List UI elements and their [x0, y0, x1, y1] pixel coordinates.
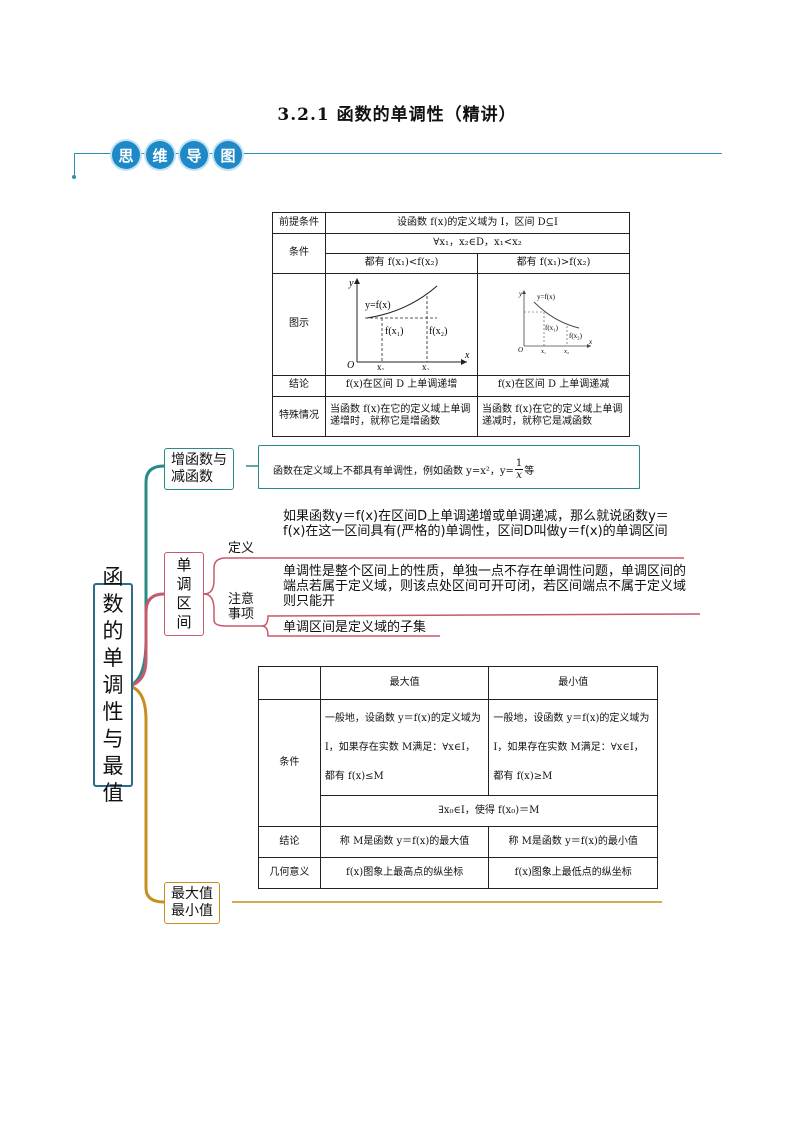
- header-band-tick: [74, 153, 75, 177]
- root-char: 与: [102, 726, 124, 751]
- special-increasing: 当函数 f(x)在它的定义域上单调递增时，就称它是增函数: [325, 395, 479, 437]
- monotonic-table: 前提条件 设函数 f(x)的定义域为 I，区间 D⊆I 条件 ∀x₁，x₂∈D，…: [271, 212, 630, 437]
- branch-increasing-decreasing: 增函数与 减函数: [164, 448, 234, 490]
- col-min-head: 最小值: [488, 666, 658, 700]
- root-char: 函: [102, 564, 124, 589]
- branch1-fraction: 1 x: [514, 458, 524, 481]
- conclusion-head: 结论: [271, 374, 327, 397]
- inc-graph-y: y: [348, 278, 354, 289]
- dec-graph-y: y: [518, 290, 523, 298]
- special-decreasing: 当函数 f(x)在它的定义域上单调递减时，就称它是减函数: [477, 395, 630, 437]
- max-min-table: 最大值 最小值 条件 一般地，设函数 y＝f(x)的定义域为 I，如果存在实数 …: [258, 666, 659, 889]
- branch2-char: 区: [176, 594, 192, 612]
- band-char-3: 导: [180, 141, 208, 169]
- dec-graph-x2: x₂: [564, 349, 569, 355]
- dec-graph-x: x: [588, 338, 593, 346]
- root-char: 单: [102, 645, 124, 670]
- geo-head: 几何意义: [258, 857, 321, 889]
- root-char: 性: [102, 699, 124, 724]
- inc-graph-x2: x₂: [422, 362, 430, 370]
- dec-graph-x1: x₁: [541, 349, 546, 355]
- branch-max-min: 最大值 最小值: [164, 882, 220, 924]
- inc-graph-x: x: [464, 350, 470, 361]
- inc-graph-f1: f(x₁): [385, 326, 403, 337]
- max-min-corner: [258, 666, 321, 700]
- graph-decreasing-cell: y x O y=f(x) f(x₁) f(x₂) x₁ x₂: [477, 273, 630, 376]
- condition-decreasing: 都有 f(x₁)>f(x₂): [477, 253, 630, 274]
- dec-graph-f2: f(x₂): [569, 332, 583, 340]
- inc-graph-f2: f(x₂): [429, 326, 447, 337]
- concl-head: 结论: [258, 826, 321, 858]
- page-title: 3.2.1 函数的单调性（精讲）: [277, 105, 517, 125]
- branch3-label-line2: 最小值: [171, 903, 213, 919]
- notes-text-2: 单调区间是定义域的子集: [283, 620, 427, 635]
- special-head: 特殊情况: [271, 395, 327, 437]
- cond-max: 一般地，设函数 y＝f(x)的定义域为 I，如果存在实数 M满足：∀x∈I，都有…: [319, 699, 490, 796]
- branch2-char: 调: [176, 575, 192, 593]
- graph-increasing-cell: y x O y=f(x) f(x₁) f(x₂) x₁ x₂: [325, 273, 479, 376]
- root-char: 调: [102, 672, 124, 697]
- branch2-char: 间: [176, 613, 192, 631]
- fraction-numerator: 1: [514, 458, 524, 470]
- fraction-denominator: x: [516, 470, 522, 481]
- root-char: 值: [102, 780, 124, 805]
- inc-graph-curve: y=f(x): [365, 300, 391, 311]
- decreasing-graph: y x O y=f(x) f(x₁) f(x₂) x₁ x₂: [518, 290, 593, 355]
- dec-graph-f1: f(x₁): [545, 324, 559, 332]
- root-char: 数: [102, 591, 124, 616]
- cond-head: 条件: [258, 699, 321, 827]
- inc-graph-o: O: [347, 360, 354, 370]
- notes-label-line1: 注意: [228, 592, 255, 607]
- band-char-4: 图: [214, 141, 242, 169]
- cond-common: ∃x₀∈I，使得 f(x₀)＝M: [319, 795, 659, 827]
- definition-label: 定义: [228, 541, 255, 556]
- increasing-graph: y x O y=f(x) f(x₁) f(x₂) x₁ x₂: [347, 278, 470, 372]
- header-band-line: [74, 153, 722, 154]
- band-char-2: 维: [146, 141, 174, 169]
- dec-graph-curve: y=f(x): [537, 293, 556, 301]
- branch-monotonic-interval: 单 调 区 间: [164, 552, 204, 636]
- branch3-label-line1: 最大值: [171, 886, 213, 902]
- cond-min: 一般地，设函数 y＝f(x)的定义域为 I，如果存在实数 M满足：∀x∈I，都有…: [488, 699, 658, 796]
- branch1-text-box: 函数在定义域上不都具有单调性，例如函数 y=x²，y= 1 x 等: [258, 445, 640, 489]
- branch2-char: 单: [176, 556, 192, 574]
- condition-head: 条件: [271, 233, 327, 274]
- concl-max: 称 M是函数 y＝f(x)的最大值: [319, 826, 490, 858]
- mindmap-root: 函 数 的 单 调 性 与 最 值: [93, 565, 133, 805]
- notes-label: 注意 事项: [228, 592, 254, 622]
- branch1-label-line2: 减函数: [171, 469, 213, 485]
- col-max-head: 最大值: [319, 666, 490, 700]
- header-band-dot: [72, 175, 76, 179]
- branch1-text-end: 等: [524, 466, 535, 477]
- band-char-1: 思: [112, 141, 140, 169]
- branch1-text: 函数在定义域上不都具有单调性，例如函数 y=x²，y=: [273, 466, 514, 477]
- dec-graph-o: O: [518, 346, 523, 354]
- definition-text: 如果函数y＝f(x)在区间D上单调递增或单调递减，那么就说函数y＝f(x)在这一…: [283, 509, 669, 539]
- inc-graph-x1: x₁: [377, 362, 385, 370]
- concl-min: 称 M是函数 y＝f(x)的最小值: [488, 826, 658, 858]
- geo-max: f(x)图象上最高点的纵坐标: [319, 857, 490, 889]
- root-char: 最: [102, 753, 124, 778]
- geo-min: f(x)图象上最低点的纵坐标: [488, 857, 658, 889]
- root-char: 的: [102, 618, 124, 643]
- notes-label-line2: 事项: [228, 607, 255, 622]
- notes-text-1: 单调性是整个区间上的性质，单独一点不存在单调性问题，单调区间的端点若属于定义域，…: [283, 564, 687, 609]
- branch1-label-line1: 增函数与: [171, 452, 227, 468]
- graph-head: 图示: [271, 273, 327, 376]
